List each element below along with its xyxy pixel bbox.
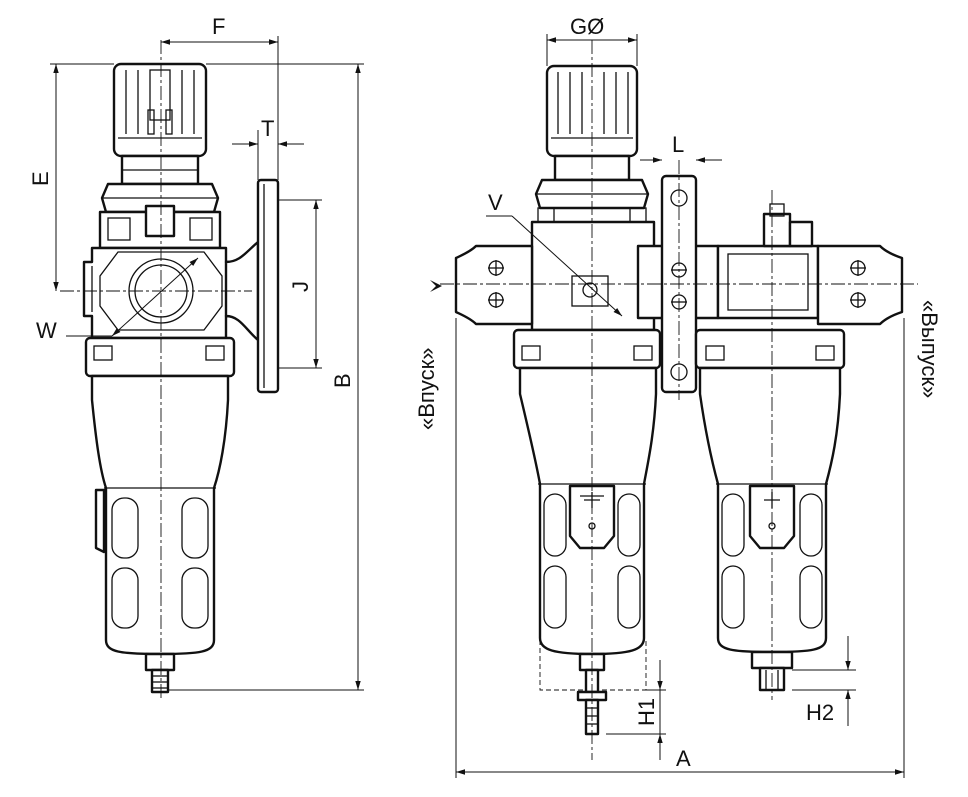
dim-T-label: T xyxy=(261,116,274,141)
right-dimensions: GØ L V A H1 H2 xyxy=(430,14,905,778)
dim-L-label: L xyxy=(672,132,684,157)
filter-regulator-side-view xyxy=(60,40,280,700)
inlet-flow-arrow xyxy=(430,280,442,292)
dim-W-line xyxy=(111,257,199,337)
frl-unit-front-view xyxy=(440,40,918,760)
dim-V-line xyxy=(511,215,623,317)
regulator-bonnet xyxy=(98,182,222,250)
lubricator-bowl-front xyxy=(694,328,846,692)
dim-G-label: GØ xyxy=(570,14,604,39)
regulator-body xyxy=(82,246,246,340)
outlet-port-block xyxy=(816,244,904,326)
dim-W-label: W xyxy=(36,318,57,343)
filter-regulator-bowl-front xyxy=(512,328,662,736)
manifold-body xyxy=(530,203,820,332)
inlet-port-block xyxy=(454,244,534,326)
dim-E-label: E xyxy=(28,171,53,186)
dim-H1-label: H1 xyxy=(634,698,659,726)
dim-B-label: B xyxy=(330,373,355,388)
bowl-collar xyxy=(84,336,236,378)
dim-H2-label: H2 xyxy=(806,700,834,725)
mounting-bracket xyxy=(224,178,280,394)
dim-J-label: J xyxy=(288,281,313,292)
dim-V-label: V xyxy=(488,190,503,215)
inlet-label: «Впуск» xyxy=(414,348,439,430)
dim-A-label: A xyxy=(676,746,691,771)
filter-bowl xyxy=(90,374,230,694)
dim-F-label: F xyxy=(212,14,225,39)
left-dimensions: F T E J B W xyxy=(28,14,364,691)
outlet-label: «Выпуск» xyxy=(917,300,942,398)
adjusting-knob xyxy=(112,62,208,186)
